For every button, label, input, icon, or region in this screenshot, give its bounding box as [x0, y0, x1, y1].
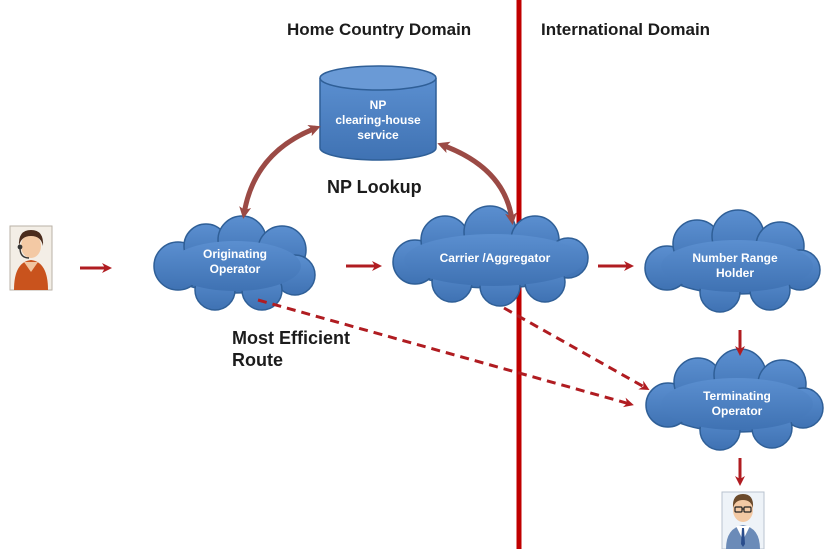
- carrier-aggregator-label: Carrier /Aggregator: [395, 248, 595, 268]
- terminating-operator-cloud: [645, 348, 824, 451]
- clearing-house-label: NP clearing-house service: [324, 90, 432, 150]
- number-range-holder-label: Number Range Holder: [645, 246, 825, 286]
- callee-person-icon: [721, 491, 765, 549]
- originating-operator-label: Originating Operator: [150, 242, 320, 282]
- number-range-holder-label-line1: Number Range: [692, 251, 778, 265]
- international-domain-heading: International Domain: [541, 20, 711, 39]
- number-range-holder-cloud: [644, 209, 821, 313]
- caller-person-icon: [9, 225, 53, 291]
- clearing-house-database: [319, 65, 437, 161]
- originating-operator-label-line1: Originating: [203, 247, 267, 261]
- np-lookup-arrow-right: [437, 141, 518, 225]
- most-efficient-route-line1: Most Efficient: [232, 328, 351, 348]
- dashed-route-originating-to-terminating: [257, 298, 634, 408]
- carrier-aggregator-label-line1: Carrier /Aggregator: [439, 250, 551, 265]
- most-efficient-route-line2: Route: [232, 350, 283, 370]
- terminating-operator-label: Terminating Operator: [650, 384, 824, 424]
- most-efficient-route-label: Most Efficient Route: [232, 327, 402, 371]
- clearing-house-label-line3: service: [357, 127, 399, 142]
- clearing-house-label-line1: NP: [369, 97, 387, 112]
- terminating-operator-label-line2: Operator: [711, 404, 763, 418]
- np-lookup-arrow-left: [239, 124, 321, 219]
- np-lookup-label: NP Lookup: [327, 177, 422, 197]
- terminating-operator-label-line1: Terminating: [703, 389, 771, 403]
- originating-operator-label-line2: Operator: [209, 262, 261, 276]
- carrier-aggregator-cloud: [392, 205, 589, 307]
- clearing-house-label-line2: clearing-house: [335, 112, 421, 127]
- number-range-holder-label-line2: Holder: [715, 266, 754, 280]
- home-country-domain-heading: Home Country Domain: [287, 20, 472, 39]
- dashed-route-carrier-to-terminating: [503, 306, 650, 390]
- originating-operator-cloud: [153, 215, 316, 311]
